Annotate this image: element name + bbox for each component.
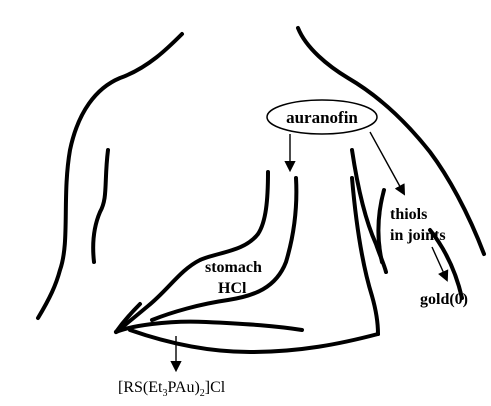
auranofin-label: auranofin xyxy=(286,108,358,127)
product-prefix: [RS(Et xyxy=(118,379,163,396)
product-formula: [RS(Et3PAu)2]Cl xyxy=(118,379,226,399)
arrows xyxy=(176,132,446,368)
product-mid: PAu) xyxy=(167,379,199,396)
gold-label: gold(0) xyxy=(420,291,468,308)
stomach-label: stomach xyxy=(205,259,262,276)
arrow-to-joints xyxy=(370,132,403,192)
stomach-lower-curve xyxy=(116,322,302,332)
left-shoulder-arm xyxy=(38,34,182,318)
thiols-label: thiols xyxy=(390,206,427,223)
right-side-inner xyxy=(378,190,384,262)
stomach-shape xyxy=(116,172,302,332)
torso-outline xyxy=(38,28,484,352)
left-arm-inner xyxy=(93,150,108,262)
body-right-flank xyxy=(352,178,378,334)
product-suffix: ]Cl xyxy=(205,379,226,396)
in-joints-label: in joints xyxy=(390,227,446,244)
hcl-label: HCl xyxy=(218,280,247,297)
esophagus-right xyxy=(152,178,296,320)
belly-curve xyxy=(130,330,378,352)
